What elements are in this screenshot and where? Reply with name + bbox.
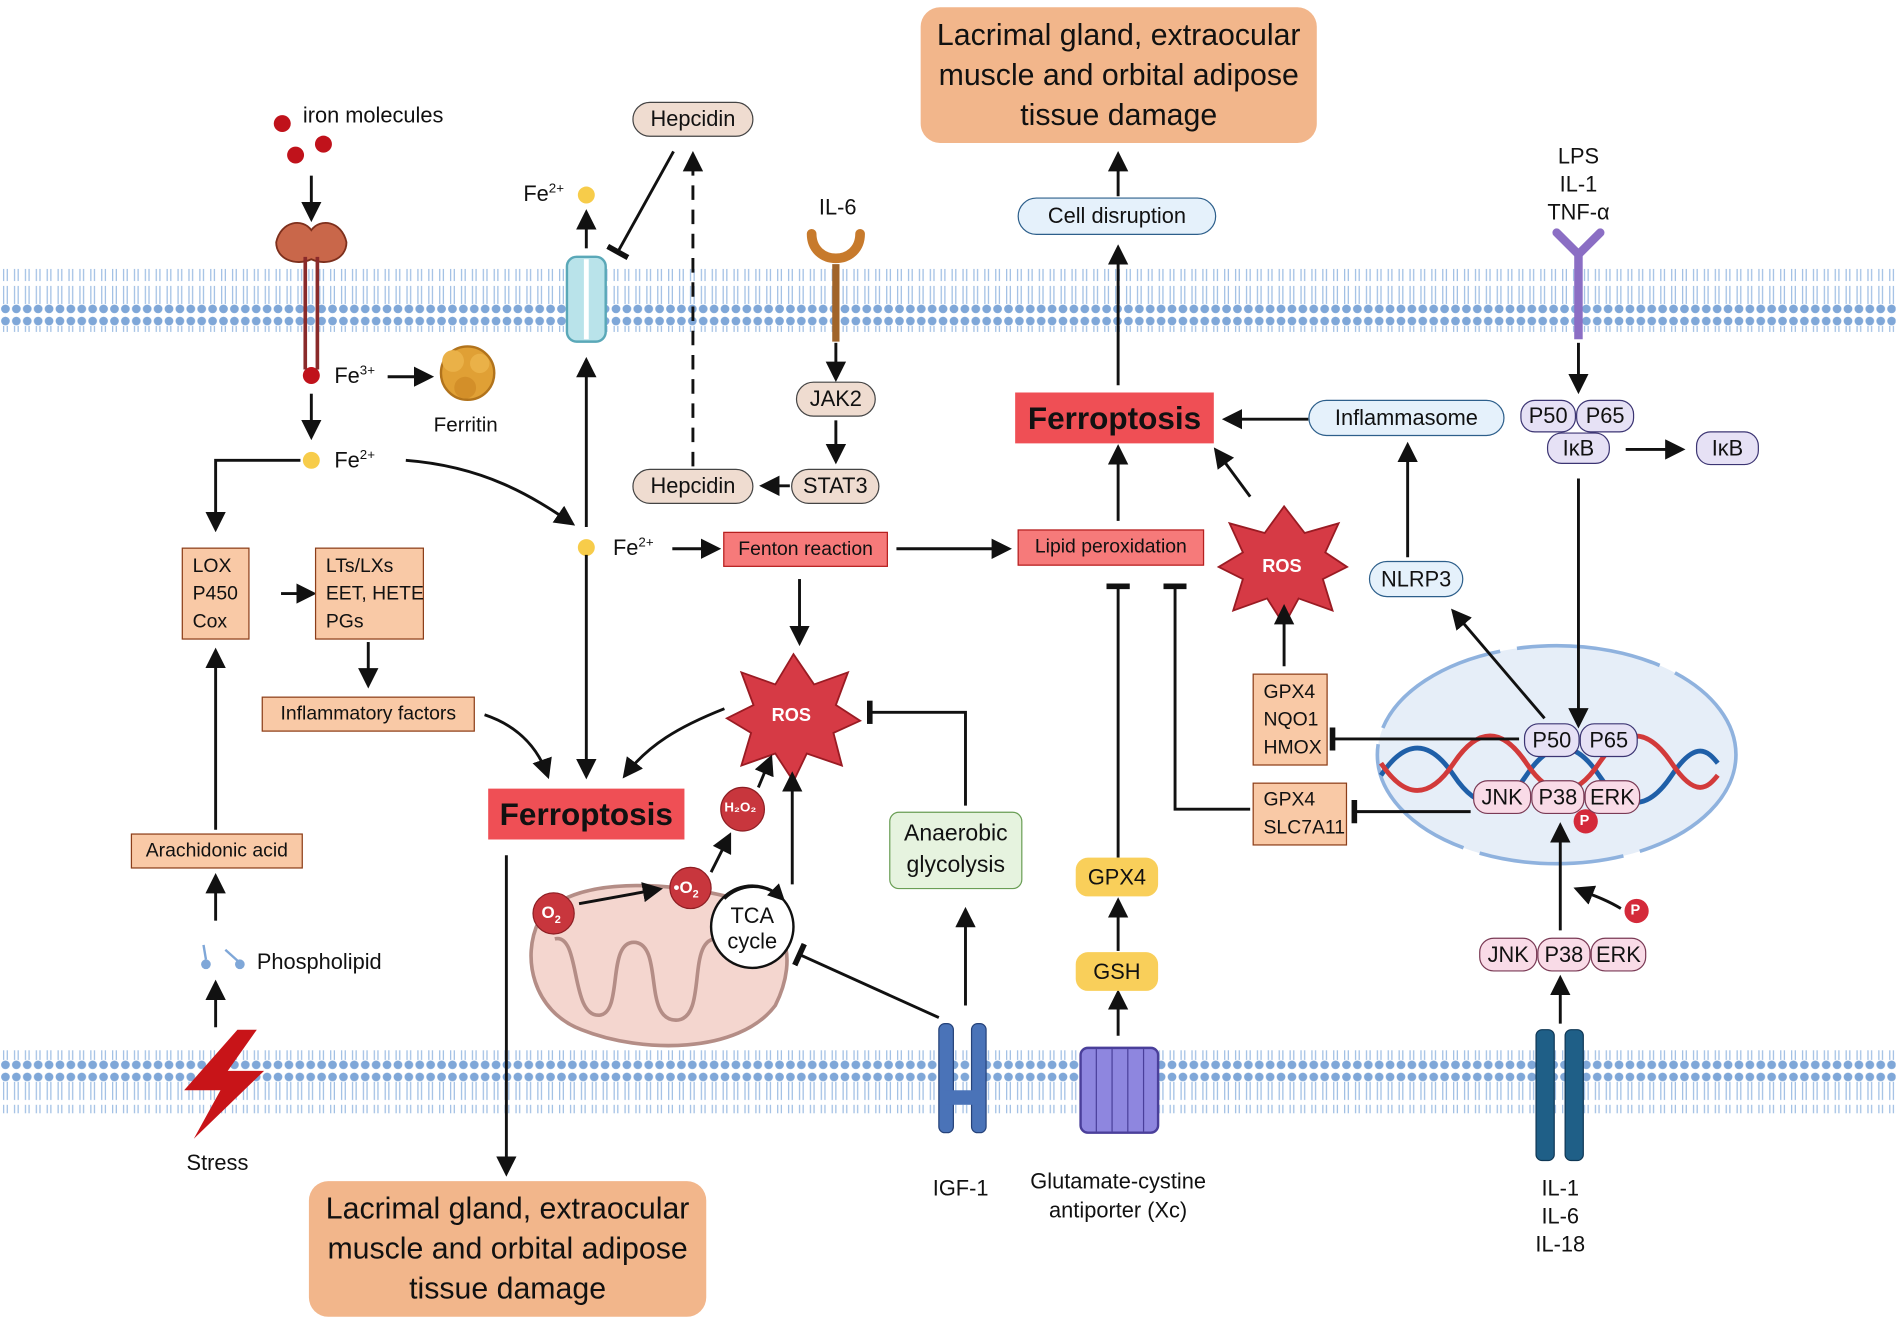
jnk-node-nuclear: JNK xyxy=(1473,780,1532,815)
arachidonic-acid-node: Arachidonic acid xyxy=(130,833,303,869)
fe2-dot xyxy=(577,539,595,557)
fe2-dot xyxy=(302,451,320,469)
lipid-metabolites-box: LTs/LXs EET, HETE PGs xyxy=(314,547,424,640)
gpx4-node: GPX4 xyxy=(1075,857,1159,897)
stress-label: Stress xyxy=(186,1150,249,1176)
p38-node-nuclear: P38 xyxy=(1531,780,1585,815)
erk-node-nuclear: ERK xyxy=(1584,780,1641,815)
phospho-label-nuclear: P xyxy=(1579,811,1590,829)
gpx4-slc7a11-box: GPX4 SLC7A11 xyxy=(1252,782,1348,846)
tca-cycle-circle xyxy=(709,884,795,970)
transferrin-receptor-icon xyxy=(275,222,348,370)
tissue-damage-box-bottom: Lacrimal gland, extraocular muscle and o… xyxy=(308,1181,707,1317)
xc-antiporter-label: Glutamate-cystine antiporter (Xc) xyxy=(1030,1169,1206,1223)
ikb-node-bound: IκB xyxy=(1546,432,1610,464)
p65-node-nuclear: P65 xyxy=(1579,723,1638,758)
h2o2-molecule xyxy=(720,786,765,832)
fe2-label-center: Fe2+ xyxy=(612,535,654,560)
gsh-node: GSH xyxy=(1075,952,1159,991)
il6-label: IL-6 xyxy=(818,195,857,220)
phospholipid-label: Phospholipid xyxy=(256,949,382,974)
lps-label: LPS IL-1 TNF-α xyxy=(1547,144,1610,225)
inflammatory-factors-node: Inflammatory factors xyxy=(261,696,475,732)
phospho-label-free: P xyxy=(1630,901,1641,919)
jnk-node: JNK xyxy=(1479,937,1538,972)
cell-disruption-node: Cell disruption xyxy=(1017,197,1217,236)
p50-node-nuclear: P50 xyxy=(1523,723,1580,758)
ferroptosis-node-left: Ferroptosis xyxy=(488,788,685,840)
ikb-node-free: IκB xyxy=(1695,431,1759,466)
fe3-dot xyxy=(302,367,320,385)
ros-label-right: ROS xyxy=(1262,556,1302,577)
superoxide-label: •O2 xyxy=(673,877,699,900)
fe2-dot xyxy=(577,186,595,204)
ferroptosis-node-right: Ferroptosis xyxy=(1015,392,1214,444)
phospho-badge xyxy=(1573,809,1598,834)
nlrp3-node: NLRP3 xyxy=(1368,560,1464,598)
hepcidin-node-top: Hepcidin xyxy=(632,101,754,137)
lipid-peroxidation-node: Lipid peroxidation xyxy=(1017,529,1205,566)
ferroportin-channel-icon xyxy=(565,255,607,343)
stat3-node: STAT3 xyxy=(791,468,880,504)
stress-lightning-icon xyxy=(184,1029,265,1139)
superoxide-molecule xyxy=(669,866,712,910)
h2o2-label: H₂O₂ xyxy=(724,800,757,816)
inflammasome-node: Inflammasome xyxy=(1308,399,1505,437)
igf1-receptor-icon xyxy=(938,1023,987,1134)
fenton-reaction-node: Fenton reaction xyxy=(723,531,888,567)
iron-molecule-dot xyxy=(273,115,291,133)
fe3-label: Fe3+ xyxy=(334,363,376,388)
iron-molecule-dot xyxy=(287,146,305,164)
interleukin-receptor-icon xyxy=(1535,1029,1584,1162)
xc-antiporter-icon xyxy=(1079,1046,1160,1134)
igf1-label: IGF-1 xyxy=(932,1176,989,1201)
p38-node: P38 xyxy=(1537,937,1591,972)
o2-label: O2 xyxy=(541,902,561,926)
phospho-badge xyxy=(1624,898,1649,924)
arrows xyxy=(205,150,1686,1177)
iron-molecules-label: iron molecules xyxy=(302,102,444,128)
iron-molecule-dot xyxy=(314,135,332,153)
ros-label-center: ROS xyxy=(771,705,812,726)
phospholipid-icon xyxy=(201,944,245,970)
interleukins-label: IL-1 IL-6 IL-18 xyxy=(1535,1176,1586,1257)
fe2-label-left: Fe2+ xyxy=(334,448,376,473)
fe2-label-top: Fe2+ xyxy=(523,181,564,206)
p50-node-top: P50 xyxy=(1520,399,1577,433)
il6-receptor-icon xyxy=(806,228,865,342)
antioxidant-targets-box: GPX4 NQO1 HMOX xyxy=(1252,673,1328,766)
p65-node-top: P65 xyxy=(1576,399,1635,433)
tca-cycle-label: TCA cycle xyxy=(727,903,778,954)
ferritin-icon xyxy=(439,345,496,401)
ferritin-label: Ferritin xyxy=(433,413,498,437)
upper-cell-membrane xyxy=(0,268,1896,332)
erk-node: ERK xyxy=(1590,937,1647,972)
lipid-enzymes-box: LOX P450 Cox xyxy=(181,547,250,640)
tissue-damage-box-top: Lacrimal gland, extraocular muscle and o… xyxy=(920,7,1317,143)
anaerobic-glycolysis-node: Anaerobic glycolysis xyxy=(889,811,1023,890)
lps-receptor-icon xyxy=(1552,228,1605,340)
hepcidin-node-bottom: Hepcidin xyxy=(632,468,754,504)
o2-molecule xyxy=(532,892,575,935)
jak2-node: JAK2 xyxy=(795,381,876,417)
